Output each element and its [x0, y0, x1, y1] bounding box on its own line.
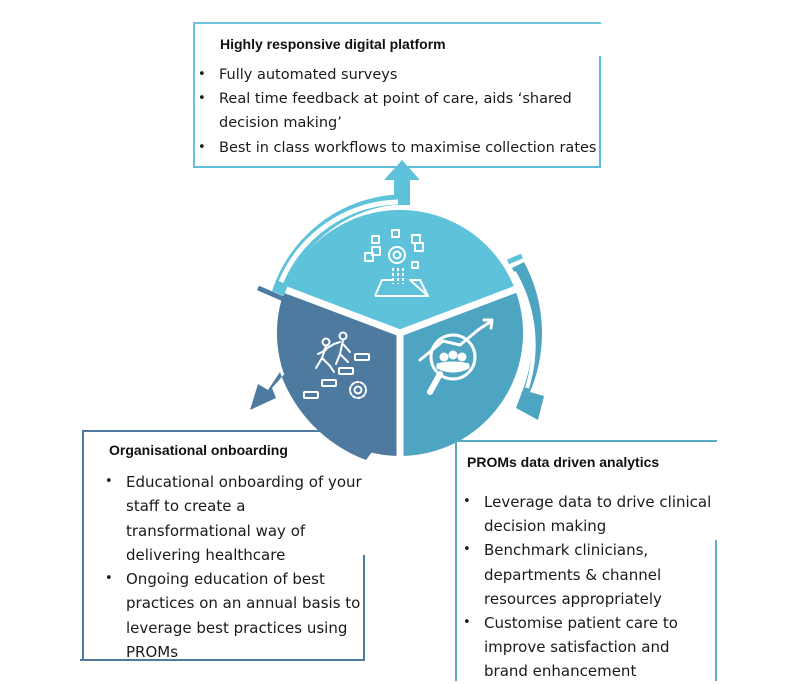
arrow-top-inner	[278, 199, 399, 283]
magnifier-analytics-icon	[418, 318, 494, 395]
bullet-item: Customise patient care to improve satisf…	[463, 611, 715, 684]
climbing-stairs-teamwork-icon	[303, 331, 370, 399]
digital-platform-icon	[364, 229, 429, 297]
segment-edge-accent	[257, 285, 287, 303]
card-title: PROMs data driven analytics	[467, 454, 660, 470]
segment-divider	[398, 279, 534, 337]
bullet-item: Best in class workflows to maximise coll…	[198, 136, 598, 160]
segment-digital-platform	[283, 209, 517, 333]
arrow-to-onboarding	[250, 370, 372, 460]
arrow-to-digital-platform	[257, 160, 420, 303]
cycle-wheel	[266, 209, 534, 460]
bullet-list: Educational onboarding of your staff to …	[105, 470, 363, 664]
arrow-right-inner	[512, 270, 536, 389]
card-title: Highly responsive digital platform	[220, 36, 446, 52]
segment-divider	[266, 279, 402, 337]
bullet-item: Fully automated surveys	[198, 63, 598, 87]
bullet-list: Leverage data to drive clinical decision…	[463, 490, 715, 684]
arrow-left-body	[250, 370, 372, 460]
bullet-item: Benchmark clinicians, departments & chan…	[463, 538, 715, 611]
bullet-item: Educational onboarding of your staff to …	[105, 470, 363, 567]
card-title: Organisational onboarding	[109, 442, 288, 458]
bullet-item: Leverage data to drive clinical decision…	[463, 490, 715, 538]
arrow-right-body	[512, 262, 544, 420]
bullet-list: Fully automated surveys Real time feedba…	[198, 63, 598, 160]
bullet-item: Ongoing education of best practices on a…	[105, 567, 363, 664]
segment-analytics	[400, 293, 524, 456]
arrow-to-analytics	[507, 253, 544, 420]
segment-edge-accent	[507, 253, 523, 265]
bullet-item: Real time feedback at point of care, aid…	[198, 87, 598, 135]
digital-platform-card: Highly responsive digital platform Fully…	[193, 22, 601, 168]
segment-onboarding	[276, 293, 400, 456]
arrow-top-body	[272, 160, 420, 296]
analytics-card: PROMs data driven analytics Leverage dat…	[455, 440, 717, 681]
onboarding-card: Organisational onboarding Educational on…	[80, 430, 365, 664]
